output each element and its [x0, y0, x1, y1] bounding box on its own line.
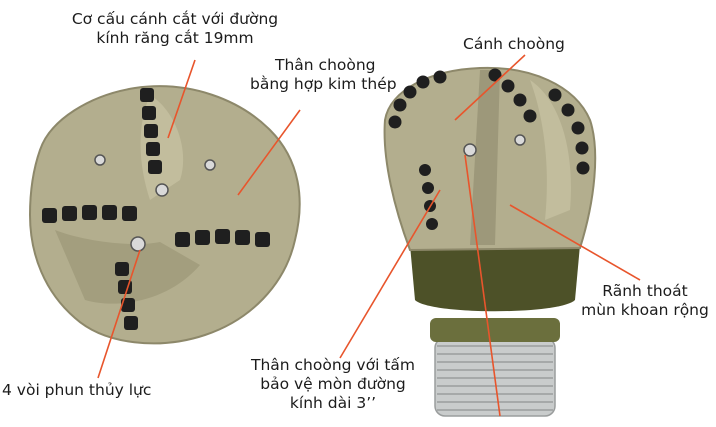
label-nozzles: 4 vòi phun thủy lực: [2, 381, 151, 400]
label-line: Cánh choòng: [463, 35, 565, 54]
label-line: Rãnh thoát: [570, 282, 716, 301]
label-line: bằng hợp kim thép: [250, 75, 397, 94]
label-junk-slot: Rãnh thoát mùn khoan rộng: [570, 282, 716, 320]
label-line: 4 vòi phun thủy lực: [2, 381, 151, 400]
label-bit-blade: Cánh choòng: [463, 35, 565, 54]
label-cutter-blade: Cơ cấu cánh cắt với đường kính răng cắt …: [30, 10, 320, 48]
nozzle-icon: [95, 155, 105, 165]
label-line: Cơ cấu cánh cắt với đường: [30, 10, 320, 29]
nozzle-icon: [156, 184, 168, 196]
label-line: Thân choòng: [250, 56, 397, 75]
nozzle-icon: [515, 135, 525, 145]
label-line: kính răng cắt 19mm: [30, 29, 320, 48]
label-line: kính dài 3’’: [228, 394, 438, 413]
nozzle-icon: [205, 160, 215, 170]
label-line: mùn khoan rộng: [570, 301, 716, 320]
shank-ring: [430, 318, 560, 342]
label-gauge-body: Thân choòng với tấm bảo vệ mòn đường kín…: [228, 356, 438, 413]
nozzle-icon: [131, 237, 145, 251]
label-line: bảo vệ mòn đường: [228, 375, 438, 394]
nozzle-icon: [464, 144, 476, 156]
shank: [410, 245, 580, 311]
label-line: Thân choòng với tấm: [228, 356, 438, 375]
label-alloy-body: Thân choòng bằng hợp kim thép: [250, 56, 397, 94]
bit-face-view: [30, 86, 300, 343]
